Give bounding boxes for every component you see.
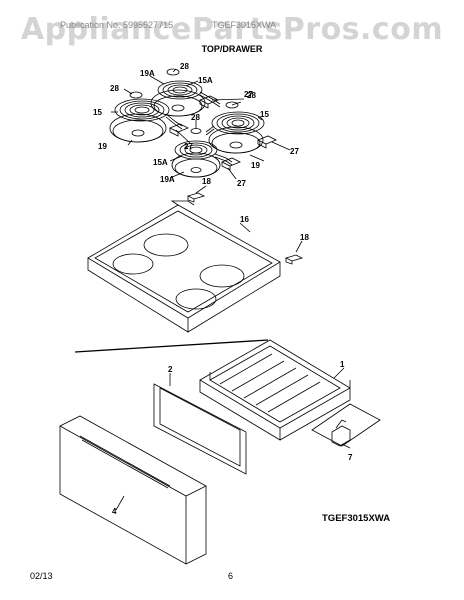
callout-27: 27	[290, 147, 299, 156]
callout-28: 28	[180, 62, 189, 71]
callout-19: 19	[251, 161, 260, 170]
callout-27: 27	[237, 179, 246, 188]
section-title: TOP/DRAWER	[201, 44, 263, 54]
main-top-panel	[87, 200, 281, 333]
trim-ring-28-d	[190, 128, 202, 134]
callout-18: 18	[202, 177, 211, 186]
callout-19: 19	[98, 142, 107, 151]
hold-down-clip-right	[284, 254, 304, 265]
callout-19a: 19A	[140, 69, 155, 78]
callout-27: 27	[184, 142, 193, 151]
callout-28: 28	[110, 84, 119, 93]
callout-15a: 15A	[198, 76, 213, 85]
callout-15a: 15A	[153, 158, 168, 167]
drawer-panel-frame	[153, 383, 247, 475]
watermark: AppliancePartsPros.com	[20, 12, 444, 47]
model-number: TGEF3015XWA	[322, 513, 391, 524]
callout-27: 27	[244, 90, 253, 99]
surface-element-front	[174, 140, 233, 166]
hold-down-clip-left	[186, 192, 206, 203]
drawer-body	[199, 339, 351, 441]
callout-4: 4	[112, 507, 117, 516]
trim-ring-28-a	[166, 68, 180, 76]
drawer-glide-detail	[311, 403, 381, 447]
callout-7: 7	[348, 453, 353, 462]
drip-pan-left	[109, 113, 167, 143]
callout-15: 15	[93, 108, 102, 117]
callout-2: 2	[168, 365, 173, 374]
callout-19a: 19A	[160, 175, 175, 184]
receptacle-27-d	[221, 157, 241, 171]
trim-ring-28-b	[129, 91, 143, 99]
callout-16: 16	[240, 215, 249, 224]
callout-18: 18	[300, 233, 309, 242]
surface-element-right	[205, 111, 265, 136]
header-model: TGEF3015XWA	[212, 20, 277, 30]
callout-28: 28	[247, 91, 256, 100]
callout-28: 28	[191, 113, 200, 122]
trim-ring-28-c	[225, 101, 239, 109]
drip-pan-back-left	[150, 89, 206, 117]
drawer-front-panel	[59, 415, 207, 565]
footer-date: 02/13	[30, 571, 53, 581]
surface-element-left	[114, 98, 183, 130]
callout-15: 15	[260, 110, 269, 119]
receptacle-27-c	[257, 135, 277, 149]
page-number: 6	[228, 571, 234, 581]
publication-number: Publication No. 5995527715	[60, 20, 174, 30]
drip-pan-right	[208, 126, 264, 154]
receptacle-27-b	[169, 123, 189, 137]
callout-1: 1	[340, 360, 345, 369]
